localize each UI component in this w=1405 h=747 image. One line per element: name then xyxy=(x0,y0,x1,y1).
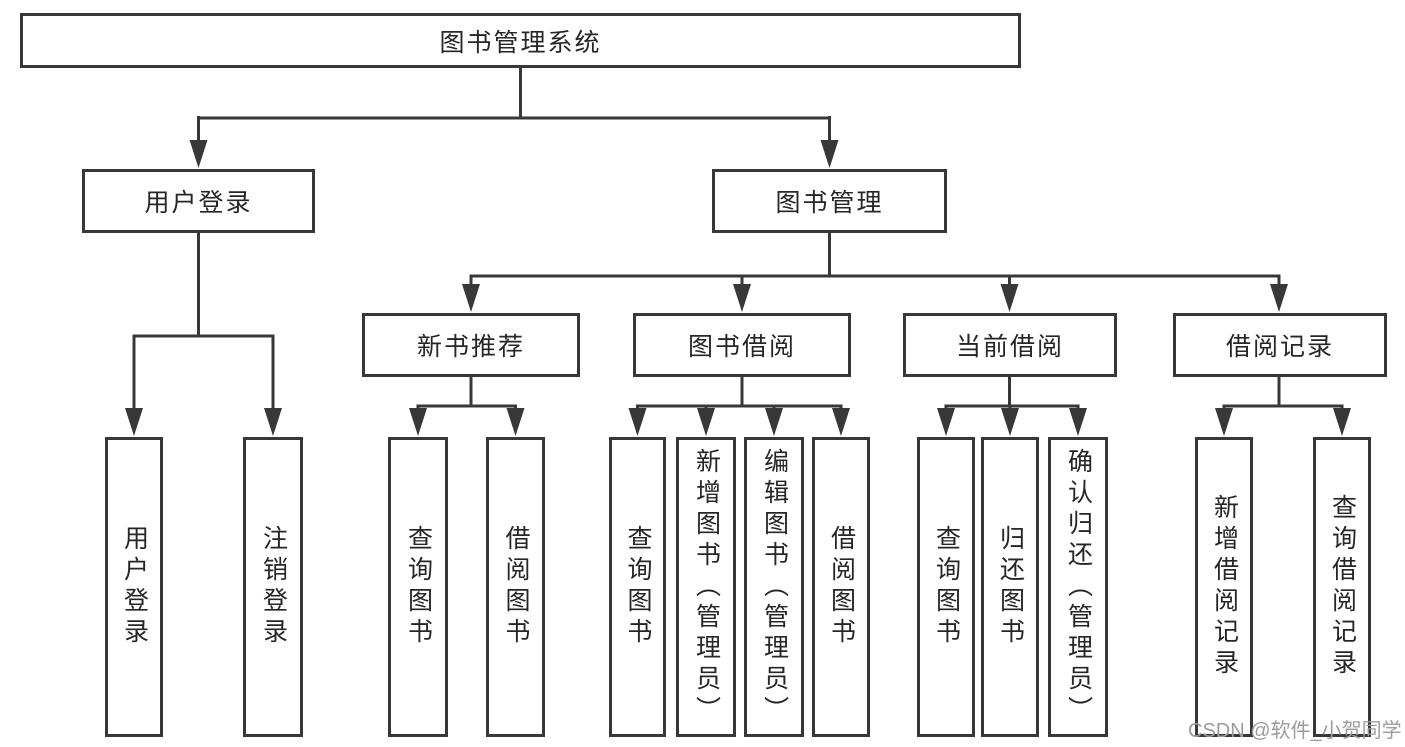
leaf-borrow-books-recommend-label: 借阅图书 xyxy=(502,525,530,649)
node-book-borrowing-label: 图书借阅 xyxy=(687,333,796,361)
node-user-login-module-label: 用户登录 xyxy=(144,189,253,217)
leaf-add-borrow-record-label: 新增借阅记录 xyxy=(1210,494,1239,680)
leaf-logout: 注销登录 xyxy=(243,437,303,737)
node-book-management-label: 图书管理 xyxy=(775,189,884,217)
node-new-book-recommend-label: 新书推荐 xyxy=(416,333,525,361)
node-borrowing-records: 借阅记录 xyxy=(1173,313,1387,377)
leaf-edit-books-admin: 编辑图书（管理员） xyxy=(744,437,804,737)
leaf-add-books-admin: 新增图书（管理员） xyxy=(676,437,736,737)
leaf-query-books-current-label: 查询图书 xyxy=(932,525,961,649)
leaf-query-books-recommend: 查询图书 xyxy=(388,437,448,737)
node-library-system: 图书管理系统 xyxy=(20,13,1021,68)
leaf-confirm-return-admin-label: 确认归还（管理员） xyxy=(1064,447,1093,727)
node-borrowing-records-label: 借阅记录 xyxy=(1225,333,1334,361)
leaf-query-borrow-record: 查询借阅记录 xyxy=(1313,437,1371,737)
leaf-confirm-return-admin: 确认归还（管理员） xyxy=(1048,437,1108,737)
node-user-login-module: 用户登录 xyxy=(82,169,315,233)
leaf-logout-label: 注销登录 xyxy=(259,525,288,649)
node-current-borrowing-label: 当前借阅 xyxy=(955,333,1064,361)
leaf-edit-books-admin-label: 编辑图书（管理员） xyxy=(760,447,789,727)
node-new-book-recommend: 新书推荐 xyxy=(362,313,580,377)
node-current-borrowing: 当前借阅 xyxy=(903,313,1117,377)
leaf-borrow-books-recommend: 借阅图书 xyxy=(486,437,545,737)
arrowheads xyxy=(125,140,1351,436)
node-book-borrowing: 图书借阅 xyxy=(633,313,851,377)
leaf-return-books-label: 归还图书 xyxy=(996,525,1025,649)
leaf-query-books-recommend-label: 查询图书 xyxy=(404,525,433,649)
leaf-user-login: 用户登录 xyxy=(105,437,163,737)
leaf-query-borrow-record-label: 查询借阅记录 xyxy=(1328,494,1357,680)
leaf-borrow-books: 借阅图书 xyxy=(812,437,870,737)
leaf-user-login-label: 用户登录 xyxy=(120,525,149,649)
leaf-borrow-books-label: 借阅图书 xyxy=(827,525,856,649)
leaf-add-books-admin-label: 新增图书（管理员） xyxy=(692,447,721,727)
leaf-query-books-borrowing: 查询图书 xyxy=(609,437,666,737)
node-library-system-label: 图书管理系统 xyxy=(439,28,602,57)
leaf-query-books-current: 查询图书 xyxy=(917,437,975,737)
leaf-add-borrow-record: 新增借阅记录 xyxy=(1195,437,1253,737)
node-book-management: 图书管理 xyxy=(712,169,947,233)
leaf-query-books-borrowing-label: 查询图书 xyxy=(624,525,652,649)
leaf-return-books: 归还图书 xyxy=(981,437,1039,737)
csdn-watermark: CSDN @软件_小贺同学 xyxy=(1188,720,1402,742)
